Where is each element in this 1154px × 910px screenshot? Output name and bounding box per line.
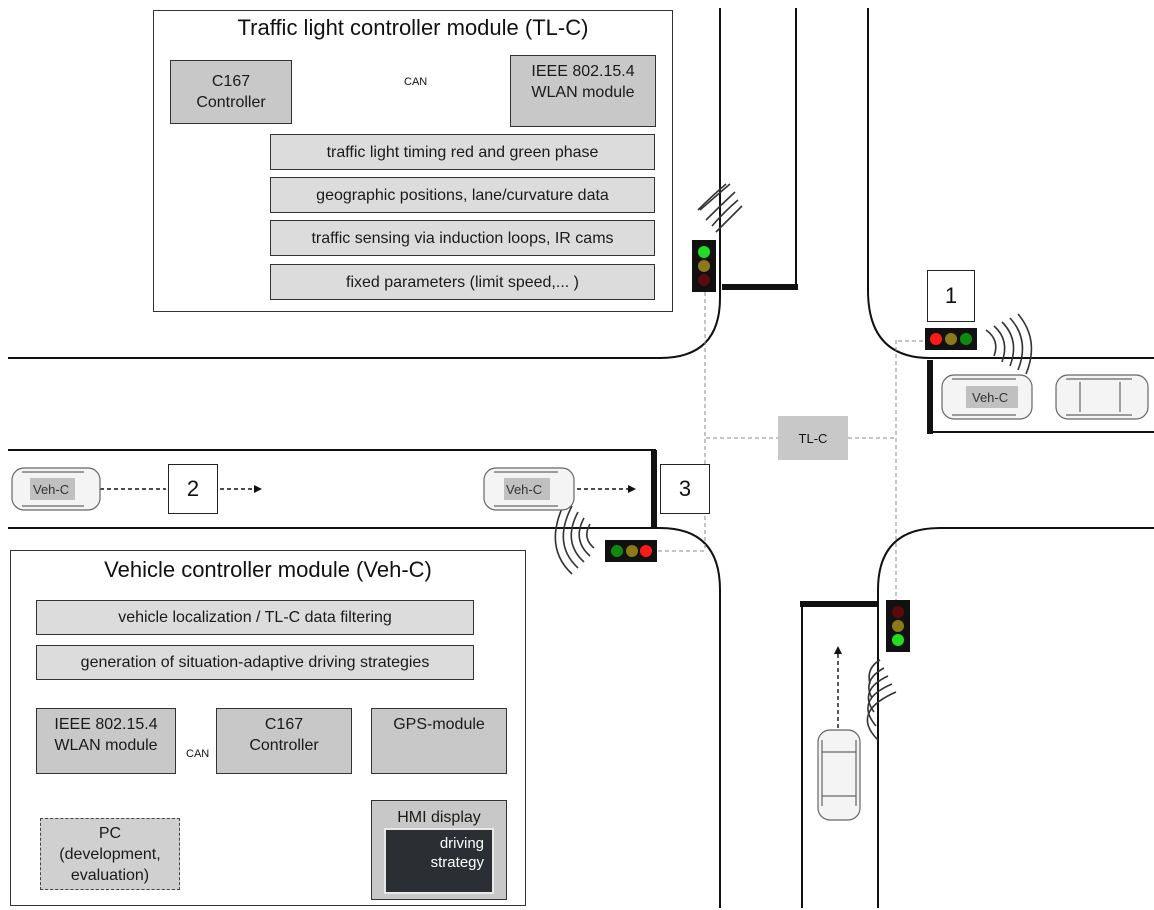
road-edges xyxy=(8,8,1154,908)
tlc-data-item-params: fixed parameters (limit speed,... ) xyxy=(270,264,655,300)
vehicle-west-2 xyxy=(483,467,575,511)
pc-box: PC (development, evaluation) xyxy=(40,818,180,890)
motion-arrows xyxy=(100,488,839,728)
veh-wlan-box: IEEE 802.15.4 WLAN module xyxy=(36,708,176,774)
stop-lines xyxy=(651,284,933,607)
tlc-controller-box: C167 Controller xyxy=(170,60,292,124)
tlc-wlan-box: IEEE 802.15.4 WLAN module xyxy=(510,55,656,127)
vehicle-south xyxy=(817,729,861,821)
vehicle-east-2 xyxy=(1055,374,1149,420)
traffic-light-west xyxy=(605,540,657,562)
traffic-light-south xyxy=(886,600,910,652)
vehicle-west-1 xyxy=(11,467,101,511)
gps-module-box: GPS-module xyxy=(371,708,507,774)
veh-controller-box: C167 Controller xyxy=(216,708,352,774)
vehicle-label: Veh-C xyxy=(972,390,1008,405)
tlc-module-title: Traffic light controller module (TL-C) xyxy=(237,15,589,40)
tlc-data-item-timing: traffic light timing red and green phase xyxy=(270,134,655,170)
hmi-display-title: HMI display xyxy=(397,809,481,826)
marker-3: 3 xyxy=(660,464,710,514)
vehicle-east-1 xyxy=(941,374,1033,420)
vehicle-label: Veh-C xyxy=(506,482,542,497)
marker-1: 1 xyxy=(927,270,975,322)
hmi-screen: driving strategy xyxy=(384,828,494,894)
tlc-data-item-geo: geographic positions, lane/curvature dat… xyxy=(270,177,655,213)
veh-item-strategies: generation of situation-adaptive driving… xyxy=(36,645,474,680)
marker-2: 2 xyxy=(168,464,218,514)
traffic-light-nw xyxy=(692,240,716,292)
veh-can-label: CAN xyxy=(186,748,210,760)
traffic-light-east xyxy=(925,328,977,350)
tlc-can-label: CAN xyxy=(404,76,428,88)
tlc-data-item-sensing: traffic sensing via induction loops, IR … xyxy=(270,220,655,256)
tlc-intersection-box: TL-C xyxy=(778,416,848,460)
vehicle-label: Veh-C xyxy=(33,482,69,497)
veh-module-title: Vehicle controller module (Veh-C) xyxy=(104,557,432,582)
arrow-heads xyxy=(254,485,842,654)
veh-item-localization: vehicle localization / TL-C data filteri… xyxy=(36,600,474,635)
